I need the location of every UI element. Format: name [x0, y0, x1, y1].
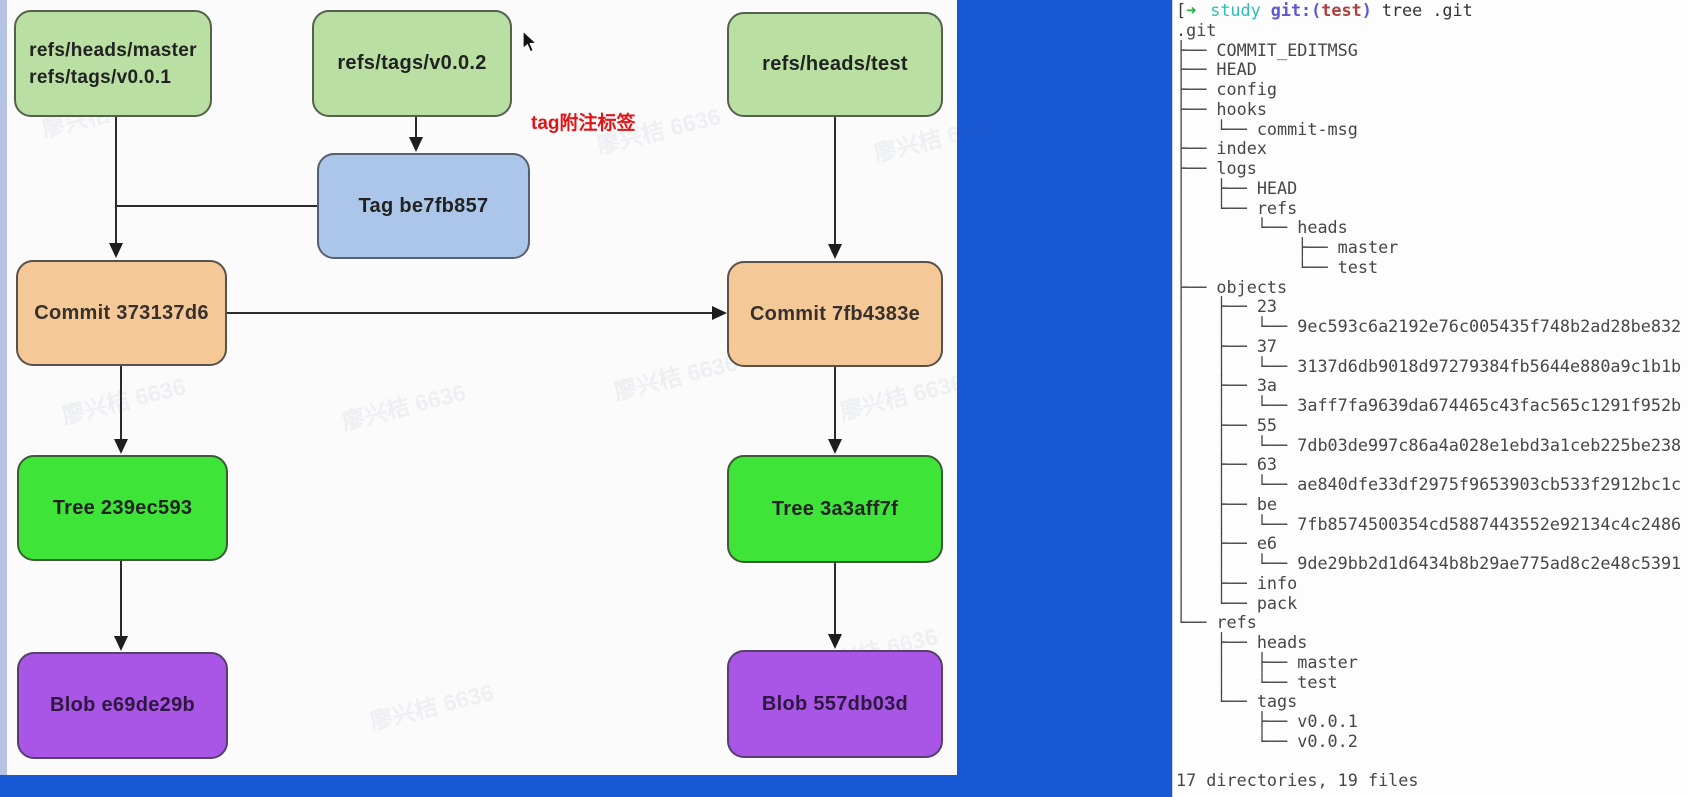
annotation-tag-note: tag附注标签: [531, 113, 636, 134]
git-diagram-panel: 廖兴桔 6636 廖兴桔 6636 廖兴桔 6636 廖兴桔 6636 廖兴桔 …: [0, 0, 957, 775]
blob-left-label: Blob e69de29b: [49, 694, 196, 716]
blob-right-label: Blob 557db03d: [761, 692, 909, 715]
node-blob-right: Blob 557db03d: [727, 650, 943, 758]
terminal-window[interactable]: [➜ study git:(test) tree .git .git ├── COMM…: [1172, 0, 1689, 797]
prompt-command: tree .git: [1381, 0, 1473, 20]
ref-label-v002: refs/tags/v0.0.2: [337, 52, 487, 74]
shell-prompt: [➜ study git:(test) tree .git: [1176, 0, 1689, 21]
mouse-cursor-icon: [522, 30, 538, 53]
prompt-bracket: [: [1176, 0, 1187, 20]
prompt-git-branch: test: [1321, 0, 1362, 20]
ref-label-tag-v001: refs/tags/v0.0.1: [29, 66, 172, 88]
node-blob-left: Blob e69de29b: [17, 652, 228, 759]
ref-label-master: refs/heads/master: [29, 39, 197, 61]
commit-right-label: Commit 7fb4383e: [749, 302, 921, 325]
prompt-git-suffix: ): [1361, 0, 1372, 20]
prompt-git-prefix: git:(: [1270, 0, 1322, 20]
ref-label-test: refs/heads/test: [762, 53, 908, 75]
prompt-directory: study: [1210, 0, 1261, 20]
tag-label: Tag be7fb857: [358, 194, 489, 217]
git-tree-output: .git ├── COMMIT_EDITMSG ├── HEAD ├── con…: [1176, 19, 1682, 751]
tree-summary: 17 directories, 19 files: [1176, 770, 1419, 791]
node-commit-left: Commit 373137d6: [16, 260, 227, 366]
node-refs-heads-master: refs/heads/master refs/tags/v0.0.1: [14, 10, 212, 117]
window-edge-strip: [0, 0, 7, 775]
commit-left-label: Commit 373137d6: [34, 301, 209, 324]
tree-right-label: Tree 3a3aff7f: [771, 497, 899, 520]
node-tree-left: Tree 239ec593: [17, 455, 228, 561]
node-refs-heads-test: refs/heads/test: [727, 12, 943, 117]
tree-left-label: Tree 239ec593: [52, 496, 193, 519]
node-refs-tags-v002: refs/tags/v0.0.2: [312, 10, 512, 117]
node-commit-right: Commit 7fb4383e: [727, 261, 943, 367]
node-tag-object: Tag be7fb857: [317, 153, 530, 259]
prompt-arrow-icon: ➜: [1186, 0, 1197, 20]
diagram-connectors: [109, 117, 842, 651]
node-tree-right: Tree 3a3aff7f: [727, 455, 943, 563]
